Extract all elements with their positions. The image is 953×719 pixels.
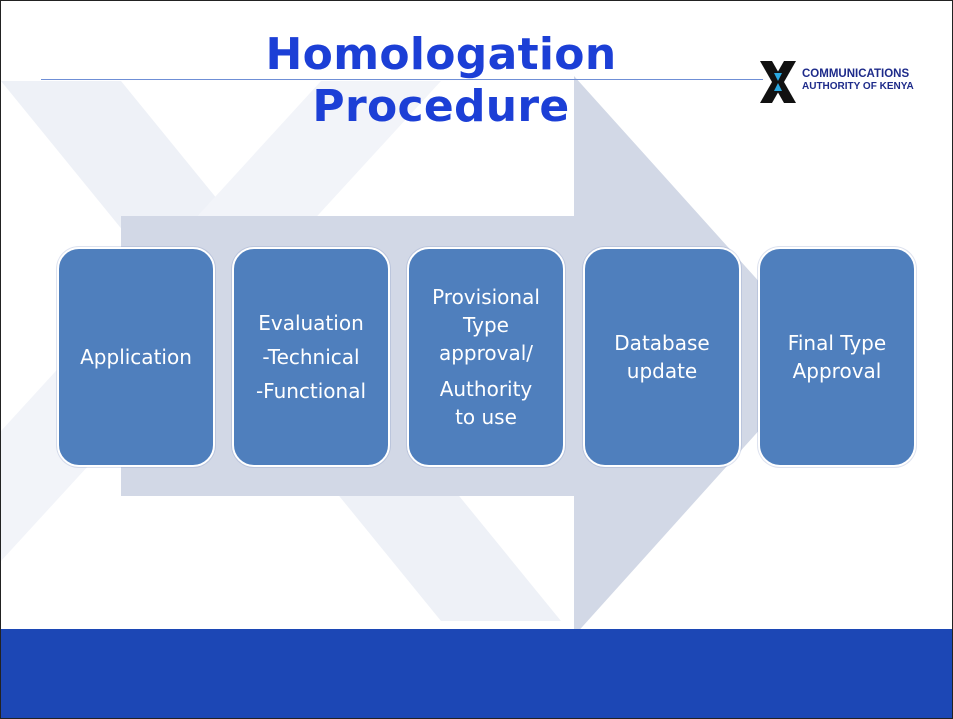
- step-text: Type: [463, 313, 509, 337]
- logo-text-line1: COMMUNICATIONS: [802, 68, 910, 80]
- step-text: -Technical: [262, 345, 360, 369]
- step-text: approval/: [438, 341, 534, 365]
- step-provisional-approval: Provisional Type approval/ Authority to …: [407, 247, 565, 467]
- step-application: Application: [57, 247, 215, 467]
- ca-kenya-logo: COMMUNICATIONS AUTHORITY OF KENYA: [756, 59, 946, 109]
- step-text: Evaluation: [258, 311, 364, 335]
- slide-title: Homologation Procedure: [265, 29, 617, 132]
- step-text: Authority: [439, 377, 533, 401]
- step-text: Final Type: [787, 331, 887, 355]
- step-evaluation: Evaluation -Technical -Functional: [232, 247, 390, 467]
- step-text: update: [626, 359, 698, 383]
- step-text: to use: [455, 405, 517, 429]
- step-text: -Functional: [255, 379, 367, 403]
- step-text: Application: [80, 345, 192, 369]
- logo-text-line2: AUTHORITY OF KENYA: [802, 81, 914, 92]
- step-text: Approval: [792, 359, 882, 383]
- x-mark-logo-icon: [760, 61, 796, 103]
- footer-bar: [1, 629, 952, 718]
- title-underline: [41, 79, 763, 80]
- step-database-update: Database update: [583, 247, 741, 467]
- step-text: Provisional: [432, 285, 540, 309]
- step-text: Database: [614, 331, 710, 355]
- step-final-type-approval: Final Type Approval: [758, 247, 916, 467]
